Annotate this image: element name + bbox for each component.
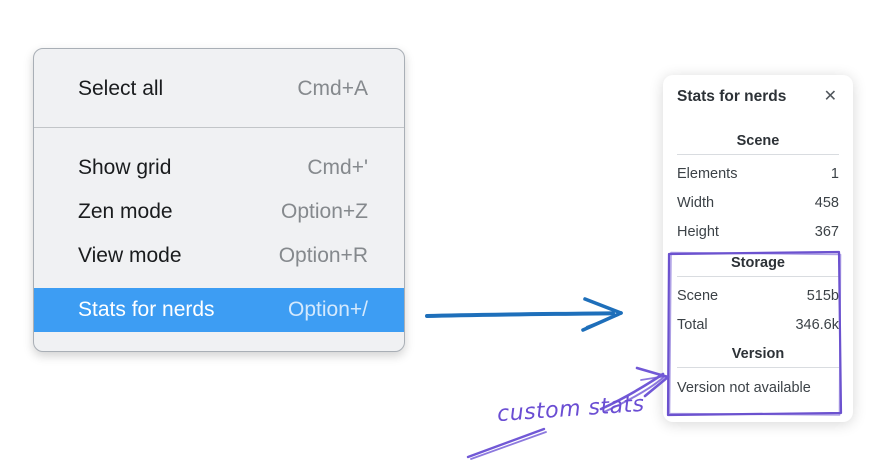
menu-item-label: Zen mode	[78, 200, 173, 223]
stat-row-height: Height 367	[677, 217, 839, 246]
section-heading: Version	[731, 346, 785, 362]
menu-item-shortcut: Option+R	[278, 244, 368, 267]
menu-divider	[34, 127, 404, 128]
context-menu: Select all Cmd+A Show grid Cmd+' Zen mod…	[33, 48, 405, 352]
version-note: Version not available	[677, 380, 811, 396]
stats-panel: Stats for nerds ✕ Scene Elements 1 Width…	[663, 75, 853, 422]
menu-item-label: Select all	[78, 77, 164, 100]
stat-row-width: Width 458	[677, 188, 839, 217]
menu-item-view-mode[interactable]: View mode Option+R	[34, 234, 404, 278]
menu-item-zen-mode[interactable]: Zen mode Option+Z	[34, 190, 404, 234]
stat-label: Scene	[677, 287, 719, 304]
stat-label: Height	[677, 223, 719, 240]
menu-item-select-all[interactable]: Select all Cmd+A	[34, 67, 404, 111]
menu-item-stats-for-nerds[interactable]: Stats for nerds Option+/	[34, 288, 404, 332]
menu-item-show-grid[interactable]: Show grid Cmd+'	[34, 146, 404, 190]
section-divider	[677, 154, 839, 155]
stat-label: Total	[677, 316, 708, 333]
close-icon: ✕	[823, 88, 837, 105]
stats-panel-title: Stats for nerds	[677, 88, 787, 105]
section-heading: Storage	[731, 255, 785, 271]
stat-value: 515b	[806, 287, 839, 304]
stat-value: 346.6k	[795, 316, 839, 333]
stat-row-total-storage: Total 346.6k	[677, 310, 839, 339]
stat-value: 1	[830, 165, 839, 182]
blue-arrow	[425, 297, 623, 332]
close-button[interactable]: ✕	[822, 87, 839, 107]
section-rows: Scene 515b Total 346.6k	[677, 281, 839, 339]
menu-item-shortcut: Cmd+'	[307, 156, 368, 179]
stat-label: Width	[677, 194, 715, 211]
menu-item-label: Show grid	[78, 156, 172, 179]
section-rows: Elements 1 Width 458 Height 367	[677, 159, 839, 246]
menu-item-shortcut: Option+Z	[281, 200, 368, 223]
stats-section-version: Version Version not available	[677, 346, 839, 396]
custom-stats-underline-stroke	[466, 427, 547, 460]
stats-panel-header: Stats for nerds ✕	[677, 85, 839, 109]
stat-row-elements: Elements 1	[677, 159, 839, 188]
menu-item-shortcut: Cmd+A	[297, 77, 368, 100]
stats-section-storage: Storage Scene 515b Total 346.6k	[677, 255, 839, 339]
menu-item-label: View mode	[78, 244, 182, 267]
section-divider	[677, 276, 839, 277]
section-heading: Scene	[736, 133, 780, 149]
menu-item-label: Stats for nerds	[78, 298, 215, 321]
stat-label: Elements	[677, 165, 738, 182]
menu-item-shortcut: Option+/	[288, 298, 368, 321]
stat-value: 367	[814, 223, 839, 240]
custom-stats-arrow	[599, 366, 670, 413]
stats-section-scene: Scene Elements 1 Width 458 Height 367	[677, 133, 839, 246]
stat-value: 458	[814, 194, 839, 211]
custom-stats-label: custom stats	[496, 391, 646, 428]
stat-row-scene-storage: Scene 515b	[677, 281, 839, 310]
